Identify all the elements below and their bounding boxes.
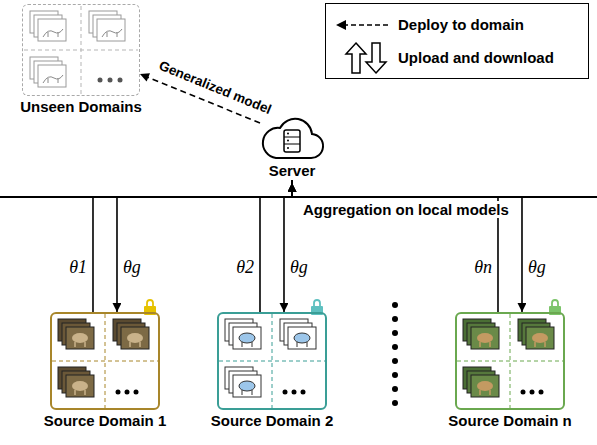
legend-sample: [334, 41, 390, 75]
parameter-label: θg: [528, 257, 546, 277]
source-domain-box: Source Domain 1: [44, 312, 167, 429]
source-domain-1-images: [52, 300, 158, 408]
source-domain-2-images: [219, 300, 325, 408]
parameter-label: θg: [290, 257, 308, 277]
node-frame: [50, 312, 160, 410]
node-label: Unseen Domains: [20, 98, 142, 115]
connectors: [93, 74, 522, 312]
node-label: Source Domain n: [448, 412, 571, 429]
unseen-domain-images: [24, 6, 138, 94]
parameter-label: θg: [123, 257, 141, 277]
parameter-label: θ1: [69, 257, 87, 277]
source-domain-n-images: [457, 300, 563, 408]
node-label: Server: [269, 162, 316, 179]
node-frame: [22, 4, 140, 96]
unseen-domains-box: Unseen Domains: [20, 4, 142, 115]
upload-download-link: [284, 183, 292, 312]
server-node: Server: [260, 112, 324, 183]
legend-row: Upload and download: [334, 41, 580, 74]
aggregation-bus: [0, 180, 597, 197]
node-label: Source Domain 1: [44, 412, 167, 429]
upload-download-link: [260, 183, 292, 312]
server-cloud-icon: [263, 119, 323, 158]
legend-box: Deploy to domainUpload and download: [325, 3, 589, 79]
node-label: Source Domain 2: [211, 412, 334, 429]
upload-download-link: [292, 183, 522, 312]
legend-row: Deploy to domain: [334, 8, 580, 41]
legend-sample: [334, 8, 390, 42]
legend-label: Upload and download: [398, 49, 554, 66]
upload-download-link: [93, 183, 292, 312]
legend-label: Deploy to domain: [398, 16, 524, 33]
node-frame: [455, 312, 565, 410]
ellipsis-dots: [392, 302, 398, 406]
node-frame: [260, 112, 324, 160]
upload-download-link: [117, 183, 292, 312]
aggregation-label: Aggregation on local models: [300, 201, 512, 218]
source-domain-box: Source Domain 2: [211, 312, 334, 429]
parameter-label: θn: [474, 257, 492, 277]
source-domain-box: Source Domain n: [448, 312, 571, 429]
parameter-label: θ2: [236, 257, 254, 277]
node-frame: [217, 312, 327, 410]
